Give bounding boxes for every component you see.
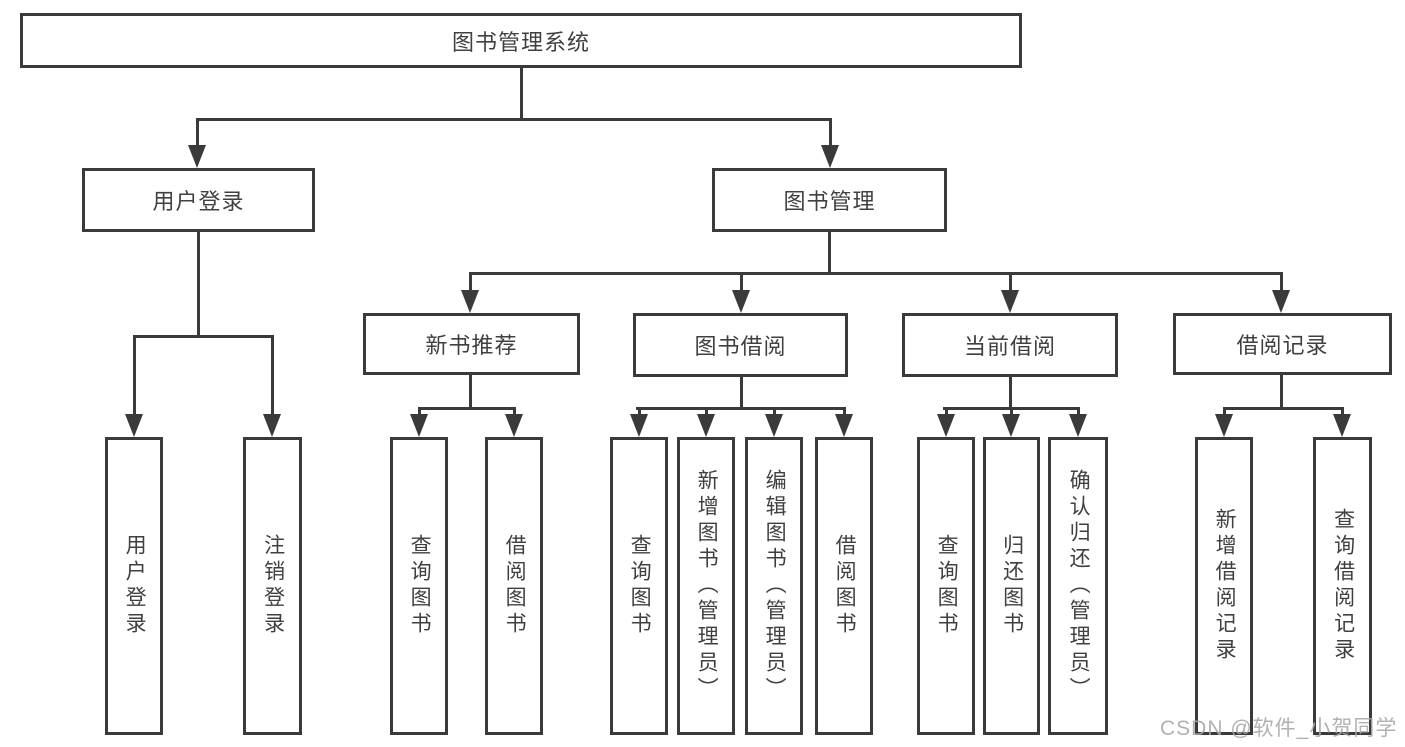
connector-line (945, 407, 948, 418)
connector-line (705, 407, 708, 418)
arrow-down-icon (630, 414, 648, 437)
leaf-query-books-1-label: 查询图书 (408, 534, 432, 638)
leaf-user-login-label: 用户登录 (123, 534, 147, 638)
connector-line (197, 232, 200, 338)
leaf-add-book-admin: 新增图书（管理员） (677, 437, 735, 735)
arrow-down-icon (410, 414, 428, 437)
connector-line (1077, 407, 1080, 418)
connector-line (843, 407, 846, 418)
node-current-borrowing: 当前借阅 (902, 313, 1118, 377)
connector-line (418, 407, 421, 418)
connector-line (513, 407, 516, 418)
connector-line (1223, 407, 1226, 418)
leaf-query-borrow-record: 查询借阅记录 (1313, 437, 1372, 735)
arrow-down-icon (125, 414, 143, 437)
leaf-logout-label: 注销登录 (261, 534, 285, 638)
node-current-borrowing-label: 当前借阅 (963, 334, 1056, 359)
connector-line (469, 272, 1283, 275)
connector-line (469, 375, 472, 410)
arrow-down-icon (1333, 414, 1351, 437)
node-user-login-label: 用户登录 (152, 189, 245, 214)
node-book-borrowing-label: 图书借阅 (694, 334, 787, 359)
leaf-return-book: 归还图书 (983, 437, 1040, 735)
leaf-edit-book-admin-label: 编辑图书（管理员） (763, 469, 787, 703)
connector-line (636, 407, 846, 410)
leaf-borrow-books-2-label: 借阅图书 (833, 534, 857, 638)
leaf-query-books-3-label: 查询图书 (935, 534, 959, 638)
node-new-book-recommend-label: 新书推荐 (425, 333, 518, 358)
node-new-book-recommend: 新书推荐 (363, 313, 580, 375)
arrow-down-icon (937, 414, 955, 437)
node-borrowing-records-label: 借阅记录 (1236, 333, 1329, 358)
arrow-down-icon (697, 414, 715, 437)
leaf-return-book-label: 归还图书 (1000, 534, 1024, 638)
arrow-down-icon (1215, 414, 1233, 437)
arrow-down-icon (505, 414, 523, 437)
arrow-down-icon (765, 414, 783, 437)
arrow-down-icon (1272, 290, 1290, 313)
node-book-management: 图书管理 (712, 168, 947, 232)
connector-line (1280, 375, 1283, 410)
arrow-down-icon (1069, 414, 1087, 437)
root-node-library-management-system: 图书管理系统 (20, 13, 1022, 68)
connector-line (828, 232, 831, 275)
arrow-down-icon (1001, 290, 1019, 313)
leaf-confirm-return-admin: 确认归还（管理员） (1048, 437, 1108, 735)
connector-line (773, 407, 776, 418)
connector-line (638, 407, 641, 418)
connector-line (196, 118, 832, 121)
connector-line (1009, 377, 1012, 410)
node-book-borrowing: 图书借阅 (633, 313, 848, 377)
node-borrowing-records: 借阅记录 (1173, 313, 1392, 375)
node-user-login: 用户登录 (82, 168, 315, 232)
connector-line (829, 118, 832, 148)
leaf-query-books-2-label: 查询图书 (628, 534, 652, 638)
root-node-label: 图书管理系统 (451, 29, 590, 55)
leaf-query-books-3: 查询图书 (917, 437, 975, 735)
leaf-add-borrow-record: 新增借阅记录 (1195, 437, 1253, 735)
arrow-down-icon (461, 290, 479, 313)
connector-line (418, 407, 516, 410)
arrow-down-icon (732, 290, 750, 313)
connector-line (1009, 272, 1012, 293)
connector-line (133, 335, 274, 338)
leaf-borrow-books-1: 借阅图书 (485, 437, 543, 735)
leaf-query-books-2: 查询图书 (610, 437, 668, 735)
node-book-management-label: 图书管理 (783, 189, 876, 214)
arrow-down-icon (263, 414, 281, 437)
leaf-query-borrow-record-label: 查询借阅记录 (1331, 508, 1355, 664)
leaf-user-login: 用户登录 (105, 437, 163, 735)
leaf-logout: 注销登录 (243, 437, 302, 735)
leaf-borrow-books-1-label: 借阅图书 (503, 534, 527, 638)
leaf-borrow-books-2: 借阅图书 (815, 437, 873, 735)
csdn-watermark: CSDN @软件_小贺同学 (1160, 717, 1398, 740)
connector-line (1010, 407, 1013, 418)
connector-line (469, 272, 472, 293)
connector-line (740, 377, 743, 410)
connector-line (1341, 407, 1344, 418)
connector-line (271, 335, 274, 418)
connector-line (196, 118, 199, 148)
leaf-add-book-admin-label: 新增图书（管理员） (695, 469, 719, 703)
connector-line (1280, 272, 1283, 293)
arrow-down-icon (835, 414, 853, 437)
connector-line (1223, 407, 1344, 410)
connector-line (943, 407, 1080, 410)
leaf-query-books-1: 查询图书 (390, 437, 448, 735)
connector-line (520, 68, 523, 121)
leaf-add-borrow-record-label: 新增借阅记录 (1213, 508, 1237, 664)
arrow-down-icon (188, 145, 206, 168)
leaf-edit-book-admin: 编辑图书（管理员） (745, 437, 803, 735)
arrow-down-icon (821, 145, 839, 168)
leaf-confirm-return-admin-label: 确认归还（管理员） (1067, 469, 1091, 703)
connector-line (740, 272, 743, 293)
connector-line (133, 335, 136, 418)
arrow-down-icon (1002, 414, 1020, 437)
